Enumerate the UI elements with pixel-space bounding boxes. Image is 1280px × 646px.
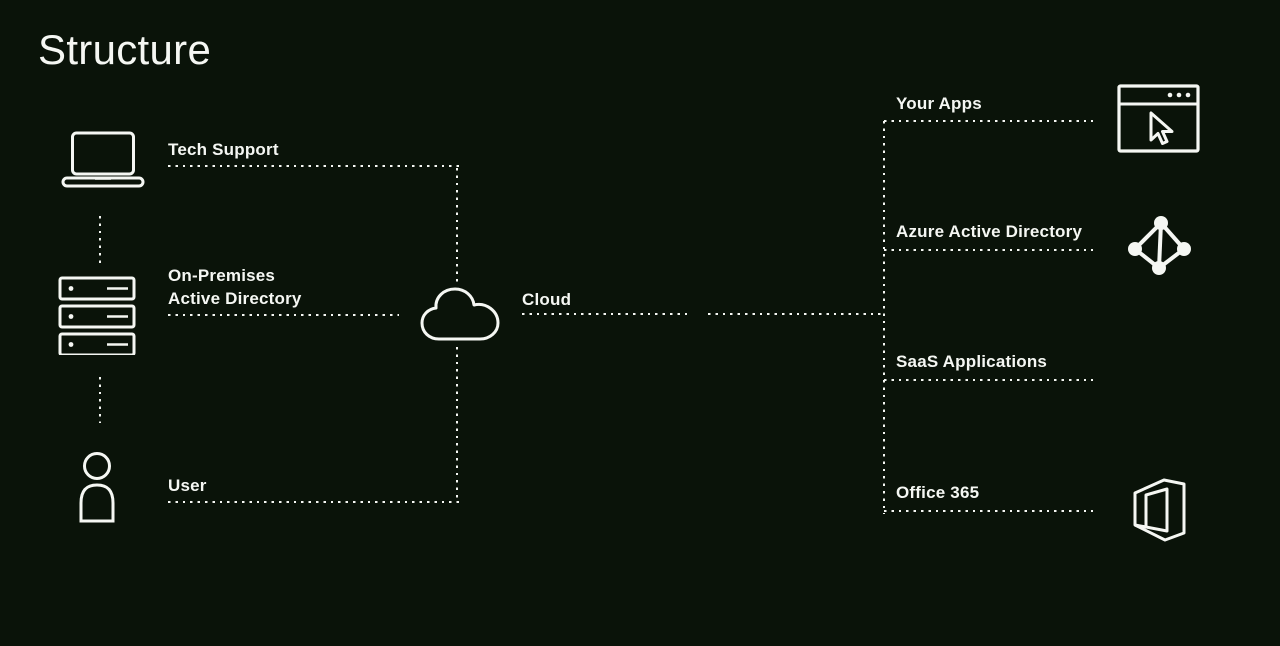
connector-tech-support-cloud: [456, 168, 459, 286]
server-icon: [58, 276, 136, 355]
node-label-cloud: Cloud: [522, 290, 572, 309]
connector-your-apps: [884, 120, 1093, 123]
connector-cloud-right-a: [522, 313, 688, 316]
node-label-office-365: Office 365: [896, 483, 980, 502]
connector-cloud-right-b: [708, 313, 883, 316]
connector-laptop-server: [99, 216, 102, 266]
connector-tech-support: [168, 165, 459, 168]
cloud-icon: [418, 285, 502, 343]
azure-active-directory-icon: [1123, 210, 1197, 276]
connector-on-premises-cloud: [168, 314, 399, 317]
node-label-user: User: [168, 476, 207, 495]
page-title: Structure: [38, 26, 212, 73]
user-icon: [77, 449, 119, 523]
node-label-your-apps: Your Apps: [896, 94, 982, 113]
connector-office-365: [884, 510, 1093, 513]
connector-server-user: [99, 377, 102, 423]
office-365-icon: [1130, 474, 1190, 546]
node-label-azure-ad: Azure Active Directory: [896, 222, 1083, 241]
connector-cloud-user: [456, 347, 459, 501]
connector-right-trunk: [883, 121, 886, 514]
connector-azure-ad: [884, 249, 1093, 252]
connector-user: [168, 501, 459, 504]
browser-window-icon: [1116, 83, 1201, 154]
connector-saas-applications: [884, 379, 1093, 382]
node-label-on-premises-ad: On-Premises Active Directory: [168, 266, 302, 308]
laptop-icon: [61, 131, 145, 188]
node-label-saas-applications: SaaS Applications: [896, 352, 1048, 371]
node-label-tech-support: Tech Support: [168, 140, 279, 159]
